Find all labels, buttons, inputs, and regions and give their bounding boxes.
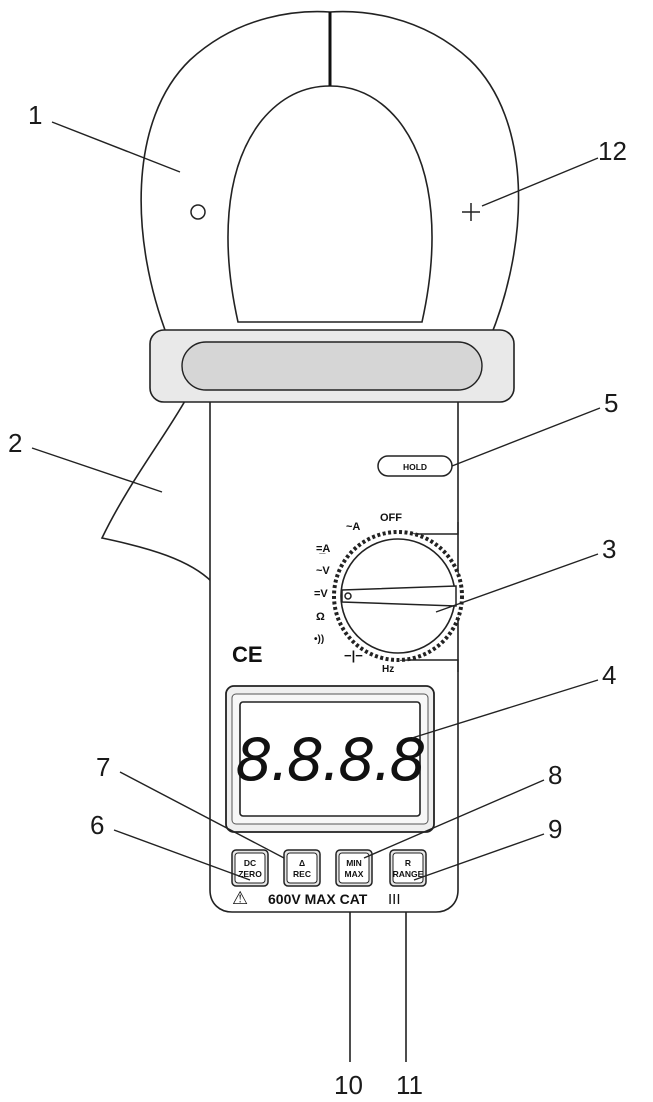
jaw-trigger[interactable] [100, 390, 213, 584]
dial-label-ac-a: ~A [346, 521, 360, 533]
leader-2 [31, 447, 163, 493]
leader-5 [451, 407, 601, 467]
callout-11: 11 [396, 1070, 423, 1100]
dial-label-continuity: •)) [314, 634, 324, 645]
lcd-screen [239, 701, 421, 817]
callout-7: 7 [96, 752, 110, 782]
callout-5: 5 [604, 388, 618, 418]
leader-4 [411, 679, 599, 739]
dial-label-capacitance: −|− [344, 648, 363, 663]
leader-12 [481, 157, 599, 207]
dc-zero-button[interactable]: DC ZERO [231, 849, 269, 887]
range-label-1: R [405, 858, 411, 868]
dial-label-ac-v: ~V [316, 565, 330, 577]
callout-9: 9 [548, 814, 562, 844]
warning-icon: ⚠ [232, 888, 248, 908]
rating-text: 600V MAX CAT [268, 891, 368, 907]
hand-guard-recess [181, 341, 483, 391]
dial-label-dc-a: =̲A [316, 543, 330, 555]
rating-category: III [388, 891, 401, 908]
dial-label-dc-v: =V [314, 588, 328, 600]
rel-rec-button[interactable]: Δ REC [283, 849, 321, 887]
dial-bracket-lower [400, 659, 459, 672]
ce-mark: CE [232, 642, 263, 667]
leader-3 [435, 553, 599, 613]
lcd-reading: 8.8.8.8 [236, 726, 425, 794]
range-label-2: RANGE [393, 869, 424, 879]
leader-8 [363, 779, 545, 859]
range-button[interactable]: R RANGE [389, 849, 427, 887]
min-max-label-1: MIN [346, 858, 362, 868]
callout-4: 4 [602, 660, 616, 690]
leader-7 [119, 771, 285, 859]
min-max-label-2: MAX [345, 869, 364, 879]
dial-label-ohm: Ω [316, 611, 325, 623]
callout-10: 10 [334, 1070, 363, 1100]
hold-button-label: HOLD [403, 462, 427, 472]
dc-zero-label-2: ZERO [238, 869, 262, 879]
callout-1: 1 [28, 100, 42, 130]
callout-6: 6 [90, 810, 104, 840]
jaw-circle-marker [190, 204, 206, 220]
leader-1 [51, 121, 181, 173]
callout-8: 8 [548, 760, 562, 790]
dial-label-hz: Hz [382, 664, 394, 675]
dial-pointer-dot [344, 592, 352, 600]
dial-bracket [400, 522, 459, 535]
callout-3: 3 [602, 534, 616, 564]
jaw-plus-marker [462, 203, 480, 221]
rel-rec-label-1: Δ [299, 858, 305, 868]
dc-zero-label-1: DC [244, 858, 256, 868]
callout-2: 2 [8, 428, 22, 458]
jaw-opening [227, 85, 433, 323]
leader-9 [413, 833, 545, 881]
dial-label-off: OFF [380, 512, 402, 524]
leader-6 [113, 829, 251, 881]
callout-12: 12 [598, 136, 627, 166]
rel-rec-label-2: REC [293, 869, 311, 879]
dial-pointer [341, 585, 457, 607]
min-max-button[interactable]: MIN MAX [335, 849, 373, 887]
